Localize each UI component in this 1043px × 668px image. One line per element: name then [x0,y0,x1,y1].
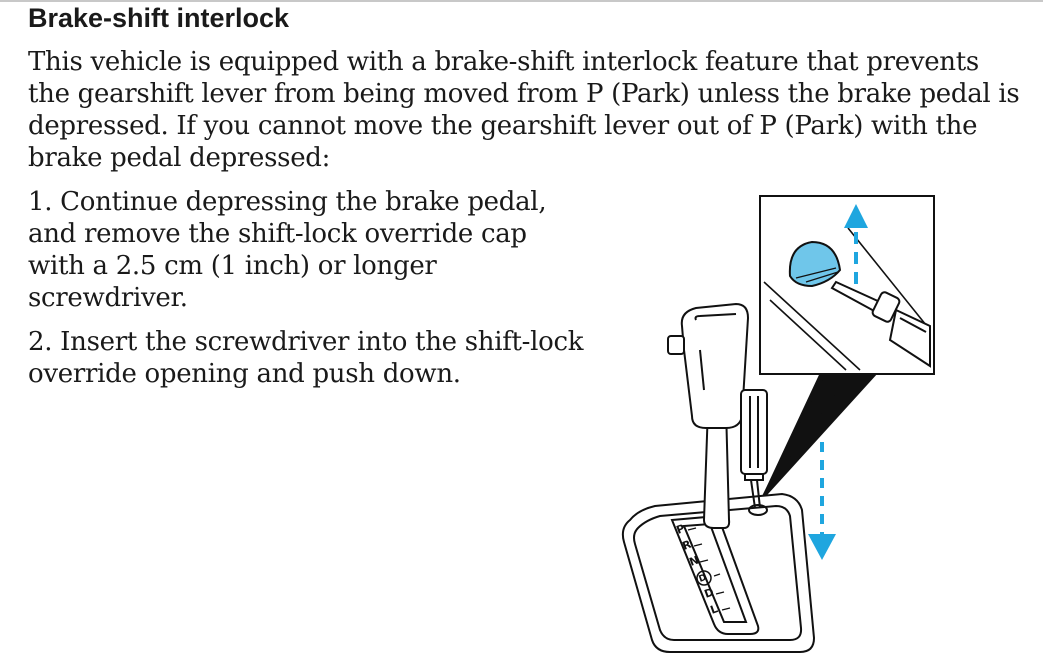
step-2-text: 2. Insert the screwdriver into the shift… [28,327,584,389]
push-down-arrow [808,442,836,560]
gear-label-n: N [688,553,701,568]
gear-label-d: D [703,585,716,600]
intro-paragraph: This vehicle is equipped with a brake-sh… [28,47,1020,173]
screwdriver [740,389,768,509]
gearshift-lever [667,302,750,529]
knob-button [667,335,685,355]
gear-label-od: D [698,573,708,585]
callout-wedge [758,362,878,505]
top-rule [0,0,1043,2]
gear-label-l: L [709,602,720,617]
gearshift-knob [680,302,750,429]
shift-lock-illustration: P R N D D L [600,190,940,660]
callout-wedge-inner [762,370,850,496]
detail-inset [759,195,935,375]
gear-indicator: P R N D D L [675,522,720,617]
section-heading: Brake-shift interlock [28,3,290,33]
step-1-text: 1. Continue depressing the brake pedal, … [28,187,547,313]
